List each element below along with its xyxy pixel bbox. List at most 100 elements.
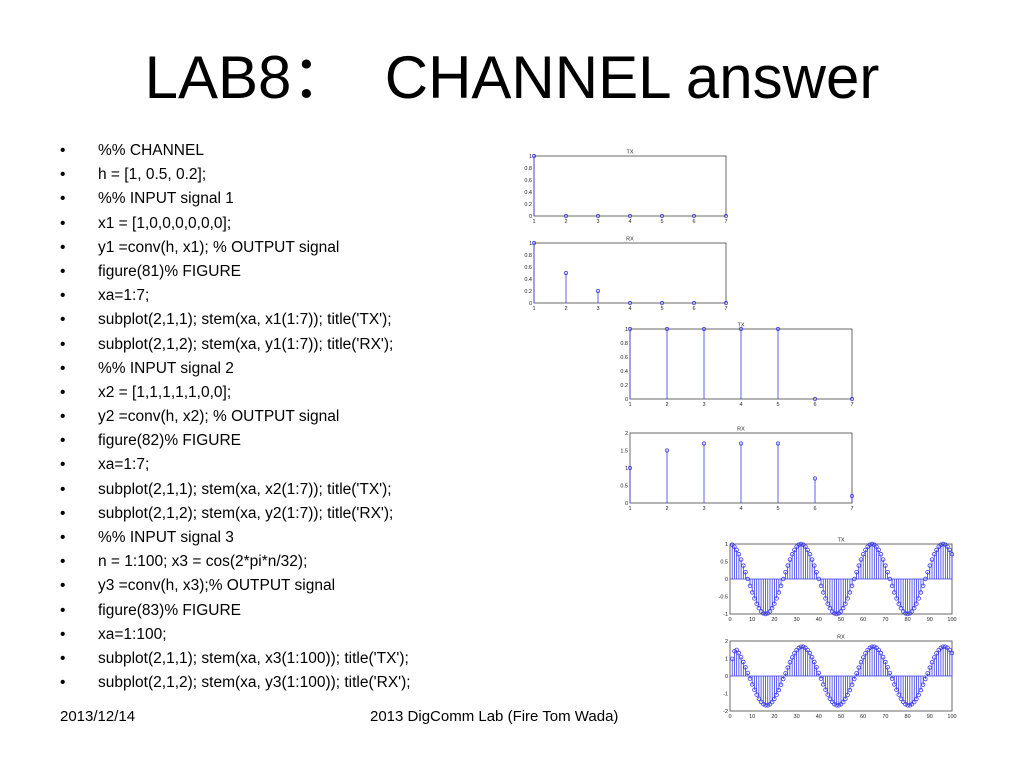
x-tick-label: 0 bbox=[728, 714, 731, 720]
y-tick-label: 2 bbox=[625, 431, 628, 437]
stem-marker bbox=[945, 544, 950, 549]
stem-marker bbox=[761, 611, 766, 616]
stem-marker bbox=[885, 665, 890, 670]
stem-marker bbox=[863, 651, 868, 656]
stem-marker bbox=[841, 605, 846, 611]
code-line: •y3 =conv(h, x3);% OUTPUT signal bbox=[60, 574, 411, 598]
stem-marker bbox=[792, 547, 797, 553]
code-line-text: %% CHANNEL bbox=[98, 142, 204, 159]
x-tick-label: 20 bbox=[771, 714, 777, 720]
stem-marker bbox=[776, 687, 782, 693]
bullet-dot: • bbox=[60, 190, 66, 208]
x-tick-label: 90 bbox=[927, 714, 933, 720]
chart-title: RX bbox=[626, 237, 634, 243]
stem-marker bbox=[887, 576, 893, 582]
stem-marker bbox=[936, 647, 941, 653]
x-tick-label: 70 bbox=[882, 617, 888, 623]
y-tick-label: -2 bbox=[723, 709, 728, 715]
stem-marker bbox=[834, 703, 839, 708]
x-tick-label: 2 bbox=[564, 219, 567, 225]
stem-marker bbox=[900, 699, 906, 705]
stem-marker bbox=[776, 590, 782, 595]
x-tick-label: 2 bbox=[665, 506, 668, 512]
x-tick-label: 80 bbox=[905, 617, 911, 623]
stem-marker bbox=[945, 645, 950, 650]
code-line: •x2 = [1,1,1,1,1,0,0]; bbox=[60, 381, 411, 405]
stem-marker bbox=[836, 703, 841, 708]
code-line-text: y2 =conv(h, x2); % OUTPUT signal bbox=[98, 408, 340, 426]
stem-marker bbox=[832, 701, 837, 707]
stem-marker bbox=[812, 396, 818, 402]
footer-date: 2013/12/14 bbox=[60, 708, 136, 725]
bullet-dot: • bbox=[60, 601, 66, 619]
stem-marker bbox=[889, 583, 895, 589]
stem-marker bbox=[918, 590, 924, 595]
code-line: •figure(83)% FIGURE bbox=[60, 599, 411, 623]
stem-marker bbox=[892, 590, 897, 595]
bullet-dot: • bbox=[60, 504, 66, 522]
stem-marker bbox=[821, 682, 826, 687]
stem-marker bbox=[734, 547, 739, 553]
stem-marker bbox=[894, 687, 899, 692]
stem-marker bbox=[845, 692, 850, 698]
code-line: •h = [1, 0.5, 0.2]; bbox=[60, 163, 411, 187]
chart-title: TX bbox=[737, 323, 744, 329]
stem-marker bbox=[854, 569, 859, 575]
stem-marker bbox=[772, 696, 777, 702]
code-line: •xa=1:7; bbox=[60, 284, 411, 308]
stem-marker bbox=[789, 552, 795, 557]
code-line-text: %% INPUT signal 2 bbox=[98, 359, 234, 377]
y-tick-label: -1 bbox=[723, 692, 728, 698]
stem-marker bbox=[925, 671, 930, 676]
code-line-text: x1 = [1,0,0,0,0,0,0]; bbox=[98, 214, 232, 232]
stem-marker bbox=[920, 583, 926, 589]
stem-marker bbox=[627, 213, 633, 219]
stem-marker bbox=[827, 696, 833, 701]
x-tick-label: 90 bbox=[927, 617, 933, 623]
stem-marker bbox=[829, 699, 835, 705]
stem-marker bbox=[595, 213, 601, 219]
stem-marker bbox=[812, 476, 818, 481]
x-tick-label: 40 bbox=[816, 617, 822, 623]
stem-marker bbox=[932, 552, 937, 557]
stem-marker bbox=[774, 692, 779, 698]
x-tick-label: 6 bbox=[813, 506, 816, 512]
y-tick-label: 1 bbox=[725, 657, 728, 663]
code-line: •%% INPUT signal 2 bbox=[60, 357, 411, 381]
stem-marker bbox=[932, 655, 937, 660]
code-line: • x1 = [1,0,0,0,0,0,0]; bbox=[60, 212, 411, 236]
chart-title: TX bbox=[626, 150, 633, 156]
bullet-dot: • bbox=[60, 674, 66, 692]
stem-marker bbox=[878, 650, 884, 656]
stem-marker bbox=[769, 699, 775, 705]
stem-marker bbox=[730, 656, 735, 662]
x-tick-label: 70 bbox=[882, 714, 888, 720]
x-tick-label: 6 bbox=[813, 402, 816, 408]
stem-marker bbox=[803, 544, 808, 549]
stem-marker bbox=[767, 609, 773, 614]
stem-marker bbox=[907, 703, 913, 708]
stem-marker bbox=[763, 611, 768, 617]
stem-marker bbox=[834, 611, 839, 617]
code-line: •%% INPUT signal 3 bbox=[60, 526, 411, 550]
x-tick-label: 10 bbox=[749, 714, 755, 720]
code-line: •figure(81)% FIGURE bbox=[60, 260, 411, 284]
bullet-dot: • bbox=[60, 214, 66, 232]
stem-marker bbox=[821, 590, 826, 595]
stem-marker bbox=[940, 644, 946, 649]
code-line-text: y1 =conv(h, x1); % OUTPUT signal bbox=[98, 238, 340, 256]
stem-marker bbox=[752, 687, 757, 692]
x-tick-label: 50 bbox=[838, 714, 844, 720]
bullet-dot: • bbox=[60, 335, 66, 353]
stem-marker bbox=[876, 547, 881, 553]
stem-marker bbox=[738, 654, 744, 660]
stem-marker bbox=[772, 601, 777, 606]
code-line-text: %% INPUT signal 1 bbox=[98, 190, 234, 208]
stem-marker bbox=[816, 670, 821, 676]
x-tick-label: 100 bbox=[947, 617, 956, 623]
stem-marker bbox=[865, 647, 870, 653]
stem-marker bbox=[898, 605, 904, 611]
x-tick-label: 30 bbox=[794, 617, 800, 623]
stem-marker bbox=[934, 651, 939, 656]
